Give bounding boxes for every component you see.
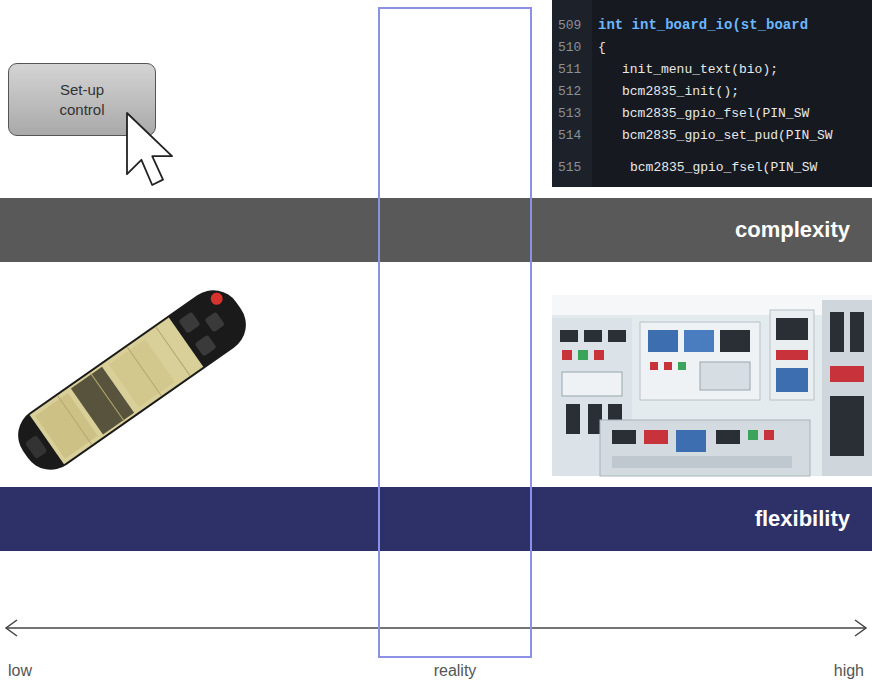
node-text: complexity [735,217,850,243]
control-room-photo [664,362,672,370]
control-room-photo [578,350,588,360]
code-screenshot [552,0,592,187]
control-room-photo [650,362,658,370]
control-room-photo [850,312,864,352]
control-room-photo [608,330,626,342]
code-line: init_menu_text(bio); [622,62,778,77]
remote-control [178,312,200,334]
line-number: 510 [558,40,581,55]
control-room-photo [552,295,872,476]
axis-arrow [6,620,17,636]
control-room-photo [700,362,750,390]
axis-arrow [6,620,866,636]
control-room-photo [676,430,706,452]
code-line: int int_board_io(st_board [598,17,808,33]
remote-control [127,347,161,396]
control-room-photo [552,295,872,476]
button-box: Set-up control [8,63,156,136]
control-room-photo [748,430,758,440]
axis-arrow [855,620,866,636]
control-room-photo [562,372,622,396]
control-room-photo [612,456,792,468]
control-room-photo [640,322,760,400]
control-room-photo [566,404,580,434]
code-line: bcm2835_gpio_set_pud(PIN_SW [622,128,833,143]
control-room-photo [830,366,864,382]
remote-control [7,279,257,481]
control-room-photo [776,350,808,360]
axis-label: high [834,662,864,680]
remote-control [208,290,225,307]
line-number: 512 [558,84,581,99]
code-screenshot [552,0,872,187]
axis-label: low [8,662,32,680]
control-room-photo [776,368,808,392]
remote-control [90,373,124,422]
line-number: 515 [558,160,581,175]
control-room-photo [684,330,714,352]
reality-range [379,8,531,657]
control-room-photo [830,312,844,352]
line-number: 513 [558,106,581,121]
code-line: bcm2835_init(); [622,84,739,99]
control-room-photo [560,330,578,342]
remote-control [109,339,175,407]
node-text: Set-up control [42,80,122,119]
remote-control [204,312,225,333]
control-room-photo [716,430,740,444]
axis-arrow [6,627,866,629]
control-room-photo [776,318,808,340]
node-text: flexibility [755,506,850,532]
code-screenshot [552,0,872,187]
remote-control [25,435,48,459]
control-room-photo [720,330,750,352]
axis-label: reality [434,662,477,680]
control-room-photo [584,330,602,342]
complexity-band: complexity [0,198,872,262]
control-room-photo [594,350,604,360]
remote-control [156,327,190,376]
code-line: bcm2835_gpio_fsel(PIN_SW [630,160,817,175]
line-number: 511 [558,62,581,77]
remote-control [57,396,91,445]
code-line: { [598,40,606,55]
flexibility-band: flexibility [0,487,872,551]
control-room-photo [830,396,864,456]
control-room-photo [770,310,814,400]
control-room-photo [562,350,572,360]
code-line: bcm2835_gpio_fsel(PIN_SW [622,106,809,121]
control-room-photo [678,362,686,370]
control-room-photo [648,330,678,352]
remote-control [30,318,204,465]
control-room-photo [764,430,774,440]
control-room-photo [822,300,872,476]
remote-control [7,279,257,481]
control-room-photo [644,430,668,444]
line-number: 514 [558,128,581,143]
remote-control [194,334,216,356]
line-number: 509 [558,18,581,33]
control-room-photo [612,430,636,444]
control-room-photo [600,420,810,476]
